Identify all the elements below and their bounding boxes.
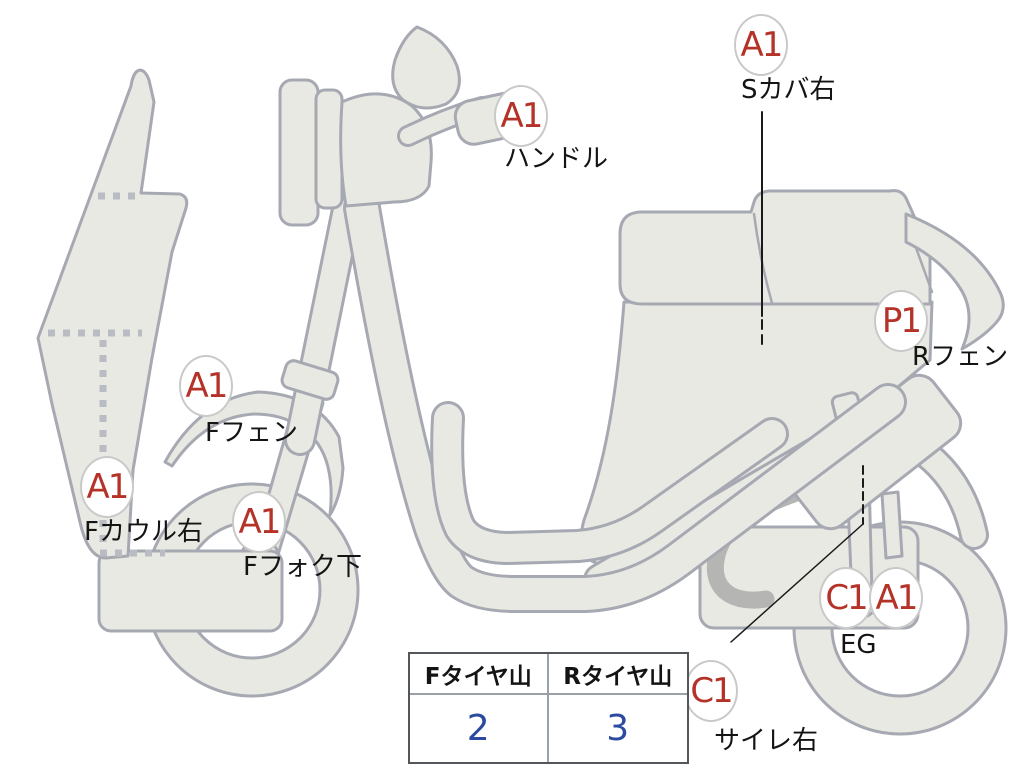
tire-tread-table: Fタイヤ山 Rタイヤ山 2 3: [408, 652, 689, 764]
marker-silencer-right: C1: [684, 660, 738, 722]
floor-board: [97, 549, 284, 633]
mirror: [391, 25, 461, 110]
marker-engine-c1: C1: [819, 567, 873, 629]
label-f-fork-lower: Fフォク下: [243, 552, 362, 582]
label-f-fender: Fフェン: [205, 418, 298, 448]
marker-f-fender: A1: [179, 355, 233, 417]
marker-handle: A1: [494, 85, 548, 147]
front-tire-header: Fタイヤ山: [410, 654, 549, 695]
marker-s-cover: A1: [734, 14, 788, 76]
rear-tire-header: Rタイヤ山: [548, 654, 687, 695]
seat: [618, 189, 932, 306]
front-cowl: [36, 68, 189, 560]
marker-r-fender: P1: [874, 290, 928, 352]
label-f-cowl-right: Fカウル右: [84, 517, 203, 547]
label-handle: ハンドル: [504, 144, 609, 174]
label-silencer-right: サイレ右: [714, 726, 819, 756]
rear-tire-value: 3: [606, 708, 630, 749]
label-r-fender: Rフェン: [912, 342, 1009, 372]
front-tire-value: 2: [410, 695, 549, 762]
label-s-cover: Sカバ右: [741, 75, 836, 105]
rear-fender: [904, 212, 1005, 351]
label-engine: EG: [840, 630, 877, 660]
marker-f-fork-lower: A1: [232, 491, 286, 553]
marker-f-cowl-right: A1: [80, 456, 134, 518]
marker-engine-a1: A1: [869, 567, 923, 629]
